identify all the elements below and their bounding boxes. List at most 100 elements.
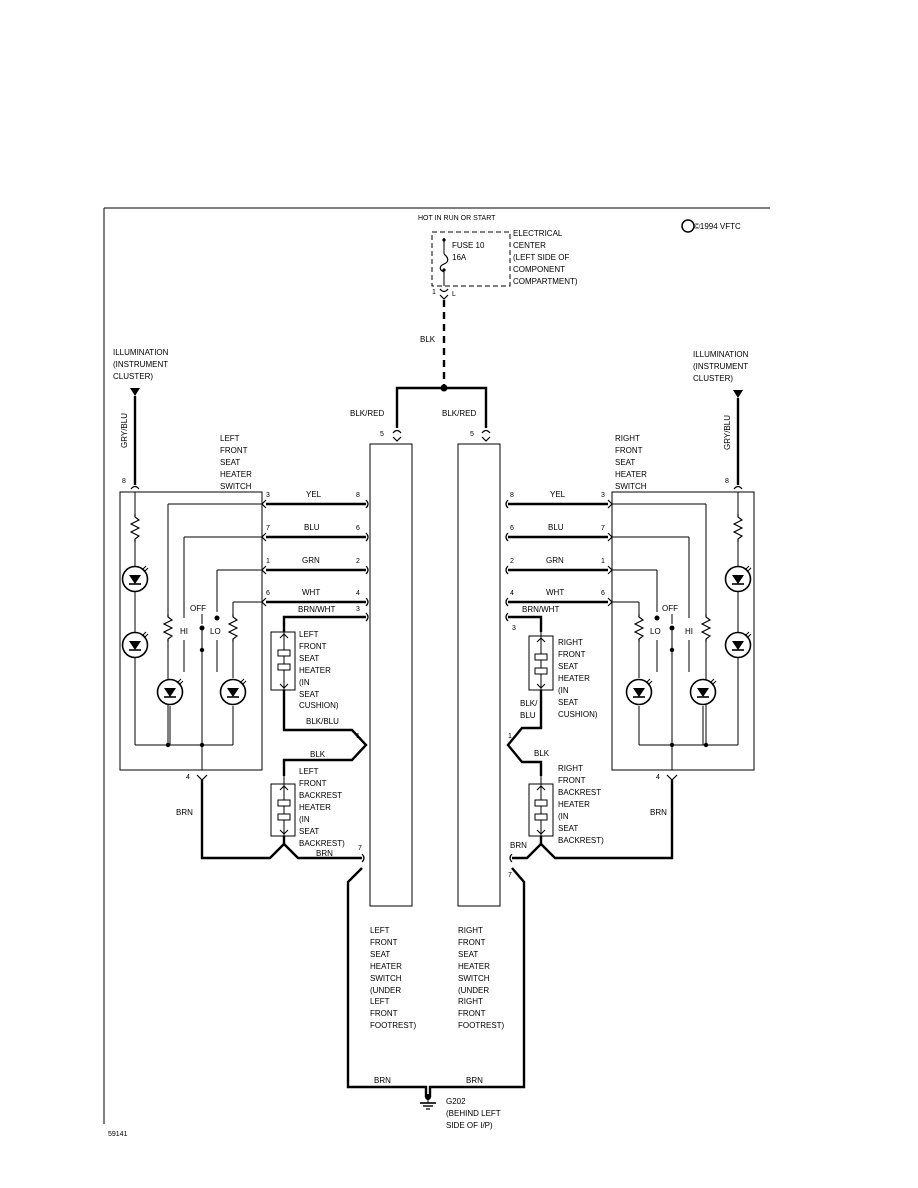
- illum-arrow-icon: [130, 388, 140, 396]
- copyright-mark: ©1994 VFTC: [681, 219, 741, 233]
- wire-color: BRN/WHT: [298, 605, 335, 614]
- pin-number: 3: [512, 625, 516, 632]
- switch-label-line: HEATER: [615, 470, 647, 479]
- center-label-line: COMPONENT: [513, 265, 565, 274]
- heater-label-line: (IN: [299, 678, 310, 687]
- module-label-line: RIGHT: [458, 997, 483, 1006]
- wire-color: GRN: [546, 556, 564, 565]
- heater-label-line: LEFT: [299, 630, 319, 639]
- illum-label-line: ILLUMINATION: [113, 348, 169, 357]
- pin-number: 2: [510, 558, 514, 565]
- pin-number: 3: [266, 492, 270, 499]
- module-label-line: (UNDER: [458, 986, 489, 995]
- fuse-icon: [439, 253, 449, 273]
- pin-number: 8: [725, 478, 729, 485]
- module-label-line: SWITCH: [370, 974, 402, 983]
- wire-yel: 8 YEL 3: [505, 490, 613, 509]
- branch-wires: [395, 386, 488, 428]
- heater-label-line: BACKREST): [299, 839, 345, 848]
- module-label-line: FRONT: [458, 938, 486, 947]
- module-label-line: (UNDER: [370, 986, 401, 995]
- heater-label-line: SEAT: [299, 827, 319, 836]
- pin-number: 6: [266, 590, 270, 597]
- resistor-icon: [130, 514, 140, 542]
- switch-label-line: SEAT: [220, 458, 240, 467]
- heater-label-line: LEFT: [299, 767, 319, 776]
- wire-color: BLK/BLU: [306, 717, 339, 726]
- pin-number: 1: [266, 558, 270, 565]
- module-label-line: SEAT: [458, 950, 478, 959]
- pin-number: 4: [356, 590, 360, 597]
- heater-label-line: RIGHT: [558, 638, 583, 647]
- left-illumination: ILLUMINATION (INSTRUMENT CLUSTER) GRY/BL…: [113, 348, 169, 490]
- off-label: OFF: [662, 604, 678, 613]
- switch-label-line: FRONT: [615, 446, 643, 455]
- resistor-icon: [163, 614, 173, 642]
- wire-yel: 3 YEL 8: [261, 490, 369, 509]
- module-label-line: HEATER: [370, 962, 402, 971]
- wire-color: GRN: [302, 556, 320, 565]
- wire-color: BLU: [304, 523, 320, 532]
- right-cushion-heater: 3 BRN/WHT RIGHT FRONT SEAT HEATER (IN SE…: [505, 605, 598, 776]
- heater-label-line: (IN: [558, 812, 569, 821]
- heater-label-line: FRONT: [299, 779, 327, 788]
- illum-label-line: ILLUMINATION: [693, 350, 749, 359]
- wire-color: BLK: [420, 335, 436, 344]
- pin-number: 3: [356, 606, 360, 613]
- resistor-icon: [228, 614, 238, 642]
- left-backrest-heater: LEFT FRONT BACKREST HEATER (IN SEAT BACK…: [270, 767, 345, 848]
- heater-label-line: SEAT: [299, 690, 319, 699]
- pin-number: 4: [656, 774, 660, 781]
- resistor-icon: [733, 514, 743, 542]
- module-label-line: LEFT: [370, 926, 390, 935]
- pin-number: 6: [356, 525, 360, 532]
- figure-number: 59141: [108, 1131, 128, 1138]
- wire-color: BLK/RED: [442, 409, 476, 418]
- module-label-line: LEFT: [370, 997, 390, 1006]
- wire-wht: 6 WHT 4: [261, 588, 369, 607]
- pin-number: 1: [508, 733, 512, 740]
- module-label-line: FOOTREST): [458, 1021, 505, 1030]
- wire-color: BRN: [374, 1076, 391, 1085]
- switch-label-line: SEAT: [615, 458, 635, 467]
- wire-color: BLU: [520, 711, 536, 720]
- wire-blu: 6 BLU 7: [505, 523, 613, 542]
- hi-indicator-led-icon: [689, 678, 717, 706]
- wire-color: BLK/RED: [350, 409, 384, 418]
- heater-label-line: HEATER: [299, 666, 331, 675]
- center-label-line: CENTER: [513, 241, 546, 250]
- right-illumination: ILLUMINATION (INSTRUMENT CLUSTER) GRY/BL…: [693, 350, 749, 490]
- pin-number: 4: [510, 590, 514, 597]
- resistor-icon: [701, 614, 711, 642]
- illumination-led-icon: [121, 565, 149, 593]
- heater-label-line: (IN: [558, 686, 569, 695]
- wire-wht: 4 WHT 6: [505, 588, 613, 607]
- left-switch-label: LEFT FRONT SEAT HEATER SWITCH: [220, 434, 252, 491]
- wire-grn: 1 GRN 2: [261, 556, 369, 575]
- off-label: OFF: [190, 604, 206, 613]
- module-label-line: FRONT: [370, 938, 398, 947]
- heater-label-line: CUSHION): [299, 701, 339, 710]
- switch-label-line: HEATER: [220, 470, 252, 479]
- illum-arrow-icon: [733, 390, 743, 398]
- wire-grn: 2 GRN 1: [505, 556, 613, 575]
- lo-label: LO: [210, 627, 221, 636]
- page-frame: [103, 207, 770, 1124]
- wire-color: BRN: [466, 1076, 483, 1085]
- lo-label: LO: [650, 627, 661, 636]
- wire-blu: 7 BLU 6: [261, 523, 369, 542]
- wire-color: GRY/BLU: [723, 415, 732, 450]
- hi-indicator-led-icon: [156, 678, 184, 706]
- switch-label-line: FRONT: [220, 446, 248, 455]
- heater-label-line: BACKREST: [299, 791, 342, 800]
- pin-number: 2: [356, 558, 360, 565]
- heater-label-line: FRONT: [558, 776, 586, 785]
- hi-label: HI: [685, 627, 693, 636]
- left-switch: HI LO OFF: [119, 491, 263, 771]
- heater-label-line: FRONT: [299, 642, 327, 651]
- electrical-center: FUSE 10 16A ELECTRICAL CENTER (LEFT SIDE…: [431, 229, 578, 287]
- fuse-connector: 1 L: [432, 288, 456, 300]
- center-label-line: (LEFT SIDE OF: [513, 253, 569, 262]
- left-harness: 3 YEL 8 7 BLU 6 1 GRN 2 6 WHT 4: [261, 490, 369, 607]
